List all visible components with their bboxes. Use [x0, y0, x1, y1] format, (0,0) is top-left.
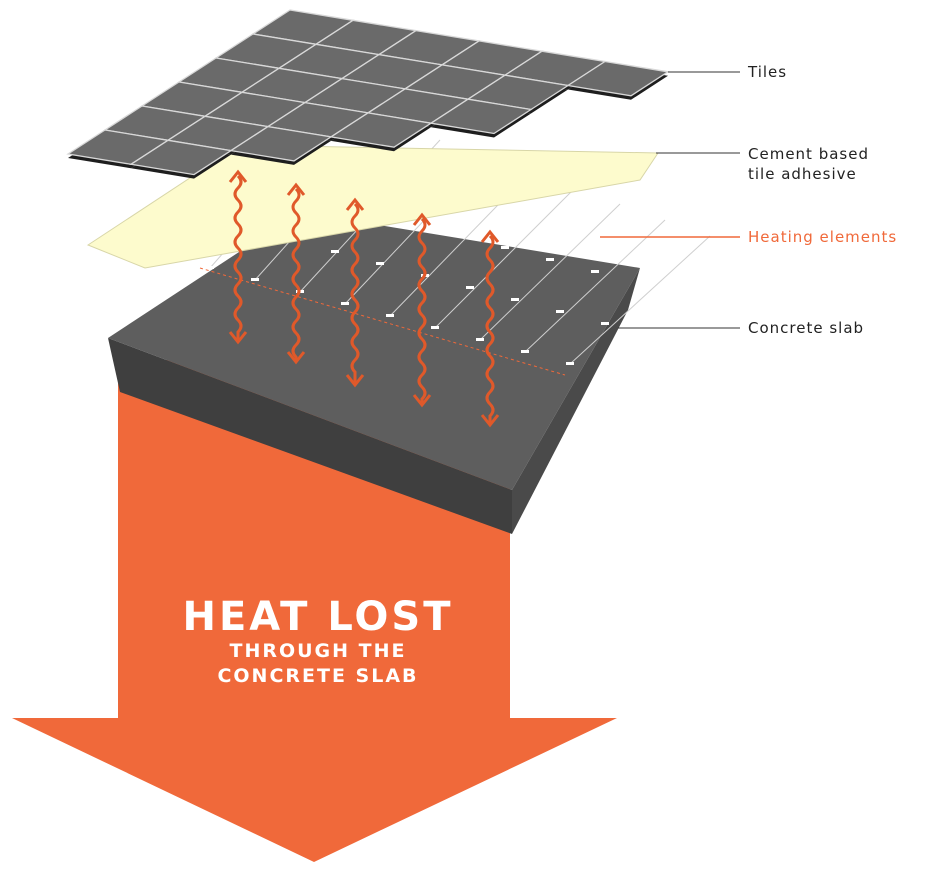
arrow-up-icon: [286, 182, 306, 196]
heat-wave: [417, 217, 427, 405]
heating-clip: [376, 262, 384, 265]
heat-wave: [291, 187, 301, 362]
heating-element-wire: [569, 235, 711, 365]
heating-clip: [341, 302, 349, 305]
tile: [429, 98, 533, 135]
heating-clip: [566, 362, 574, 365]
heat-wave: [350, 202, 360, 385]
heating-clip: [556, 310, 564, 313]
heat-lost-line2: CONCRETE SLAB: [217, 665, 418, 687]
label-concrete-slab: Concrete slab: [748, 319, 864, 337]
label-heating-elements: Heating elements: [748, 228, 897, 246]
heating-clip: [626, 230, 634, 233]
arrow-down-icon: [412, 394, 432, 408]
heating-clip: [206, 266, 214, 269]
arrow-down-icon: [345, 374, 365, 388]
heating-clip: [671, 242, 679, 245]
heat-lost-line1: THROUGH THE: [229, 640, 406, 662]
arrow-down-icon: [286, 351, 306, 365]
heating-clip: [386, 314, 394, 317]
heating-clip: [581, 218, 589, 221]
tile: [566, 60, 670, 97]
tile: [129, 139, 233, 176]
arrow-down-icon: [480, 414, 500, 428]
heating-clip: [591, 270, 599, 273]
heating-clip: [521, 350, 529, 353]
heat-waves: [228, 169, 500, 428]
heat-lost-title: HEAT LOST: [182, 594, 453, 640]
tile: [229, 125, 333, 162]
heating-clip: [636, 282, 644, 285]
label-adhesive-2: tile adhesive: [748, 165, 857, 183]
label-tiles: Tiles: [747, 63, 787, 81]
heat-wave: [485, 234, 495, 425]
arrow-down-icon: [228, 331, 248, 345]
heat-wave: [233, 174, 243, 342]
heating-clip: [536, 206, 544, 209]
heating-element-wire: [434, 187, 576, 329]
heating-element-wire: [524, 219, 666, 353]
heating-clip: [601, 322, 609, 325]
arrow-up-icon: [345, 197, 365, 211]
arrow-up-icon: [228, 169, 248, 183]
heating-clip: [251, 278, 259, 281]
arrow-up-icon: [480, 229, 500, 243]
heating-clip: [466, 286, 474, 289]
heating-element-wire: [479, 203, 621, 341]
heating-clip: [546, 258, 554, 261]
arrow-up-icon: [412, 212, 432, 226]
heating-clip: [476, 338, 484, 341]
heating-clip: [456, 234, 464, 237]
tiles-layer: [66, 9, 670, 179]
tile: [329, 112, 433, 148]
heating-clip: [501, 246, 509, 249]
heating-clip: [431, 326, 439, 329]
heating-clip: [511, 298, 519, 301]
label-adhesive-1: Cement based: [748, 145, 869, 163]
heating-clip: [331, 250, 339, 253]
